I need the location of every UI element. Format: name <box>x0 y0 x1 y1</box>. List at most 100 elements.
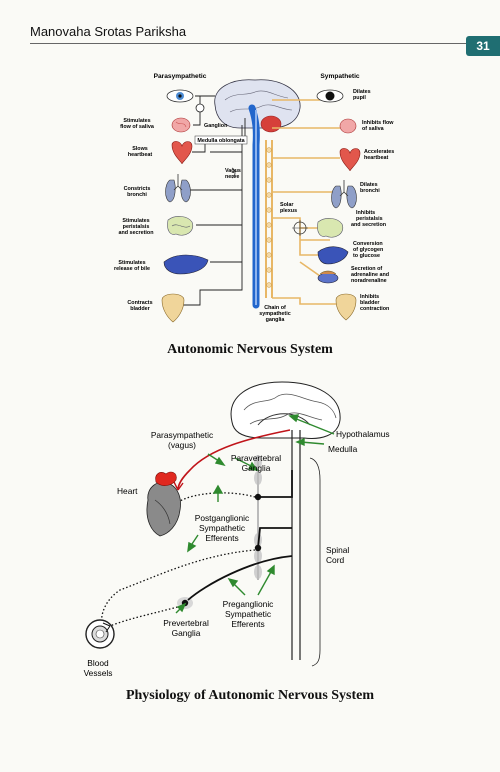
ganglion-label: Ganglion <box>204 123 227 129</box>
heart-illustration <box>146 471 181 537</box>
vagus-nerve-pointer <box>231 167 236 179</box>
right-label-4-line1: Dilates <box>360 182 378 188</box>
paravertebral-label-line1: Paravertebral <box>231 453 281 463</box>
medulla-label-box <box>194 135 248 145</box>
right-liver-icon <box>317 246 349 265</box>
right-label-3-line1: Accelerates <box>364 149 394 155</box>
right-label-6-line2: of glycogen <box>353 247 383 253</box>
blood-vessel-arrowhead <box>102 622 111 633</box>
heart-label: Heart <box>117 486 138 496</box>
postganglionic-label-line1: Postganglionic <box>195 513 249 523</box>
spinal-cord-label-line1: Spinal <box>326 545 349 555</box>
chain-ganglia-label-line1: Chain of <box>264 305 286 311</box>
medulla-oblongata-label: Medulla oblongata <box>197 138 245 144</box>
spinal-cord-bracket <box>309 457 321 667</box>
left-label-4-line3: and secretion <box>118 230 153 236</box>
parasympathetic-effect-labels: Stimulates flow of saliva Slows heartbea… <box>114 118 155 312</box>
right-label-1-line1: Dilates <box>353 89 371 95</box>
left-bladder-icon <box>161 293 185 323</box>
paravertebral-label-line2: Ganglia <box>242 463 271 473</box>
figure2-caption: Physiology of Autonomic Nervous System <box>125 688 375 703</box>
right-label-8-line1: Inhibits <box>360 294 379 300</box>
vagus-arrowhead <box>173 481 184 491</box>
postganglionic-label-line2: Sympathetic <box>199 523 245 533</box>
right-label-3-line2: heartbeat <box>364 155 388 161</box>
corpus-callosum <box>257 413 311 426</box>
blood-vessel-icon <box>85 619 115 649</box>
blood-vessels-label-line1: Blood <box>87 658 109 668</box>
preganglionic-fibers <box>187 470 293 601</box>
right-label-6-line3: to glucose <box>353 253 380 259</box>
left-lungs-icon <box>165 174 191 203</box>
preganglionic-label-line3: Efferents <box>231 619 264 629</box>
vagus-nerve-label-line2: nerve <box>225 174 239 180</box>
left-label-3-line2: bronchi <box>127 192 147 198</box>
right-label-5-line3: and secretion <box>351 222 386 228</box>
blood-vessels-label-line2: Vessels <box>84 668 113 678</box>
left-label-1-line1: Stimulates <box>123 118 150 124</box>
preganglionic-label-line2: Sympathetic <box>225 609 271 619</box>
left-heart-icon <box>171 141 193 165</box>
chain-ganglia-label-line3: ganglia <box>266 317 286 323</box>
left-label-3-line1: Constricts <box>124 186 151 192</box>
hypothalamus-label: Hypothalamus <box>336 429 390 439</box>
figure-autonomic-nervous-system: Parasympathetic Sympathetic <box>114 73 394 323</box>
sympathetic-heading: Sympathetic <box>320 73 360 80</box>
right-label-2-line2: of saliva <box>362 126 385 132</box>
brain-gyri <box>224 90 293 113</box>
left-eye-icon <box>166 89 194 103</box>
right-label-6-line1: Conversion <box>353 241 383 247</box>
left-label-4-line2: peristalsis <box>123 224 150 230</box>
brain-illustration <box>214 79 301 129</box>
right-adrenal-kidney-icon <box>317 270 339 284</box>
left-label-6-line1: Contracts <box>127 300 152 306</box>
figure1-caption: Autonomic Nervous System <box>167 342 333 357</box>
left-intestine-icon <box>167 216 194 236</box>
prevertebral-label-line2: Ganglia <box>172 628 201 638</box>
left-label-6-line2: bladder <box>130 306 150 312</box>
right-eye-icon <box>316 89 344 103</box>
right-intestine-icon <box>317 218 344 238</box>
right-label-8-line3: contraction <box>360 306 389 312</box>
preganglionic-label-line1: Preganglionic <box>223 599 274 609</box>
vagus-nerve-label-line1: Vagus <box>225 168 241 174</box>
solar-plexus-label-line1: Solar <box>280 202 294 208</box>
right-label-4-line2: bronchi <box>360 188 380 194</box>
parasympathetic-heading: Parasympathetic <box>154 73 207 80</box>
running-header-title: Manovaha Srotas Pariksha <box>30 24 187 39</box>
spinal-cord-label-line2: Cord <box>326 555 344 565</box>
solar-plexus-cross <box>292 220 308 236</box>
parasympathetic-vagus-label-line2: (vagus) <box>168 440 196 450</box>
parasympathetic-vagus-label-line1: Parasympathetic <box>151 430 213 440</box>
chain-ganglia-beads <box>266 147 272 288</box>
right-label-8-line2: bladder <box>360 300 380 306</box>
right-salivary-gland-icon <box>339 118 357 134</box>
page-number-tab: 31 <box>466 36 500 56</box>
sympathetic-effect-labels: Dilates pupil Inhibits flow of saliva Ac… <box>351 89 394 312</box>
right-label-7-line1: Secretion of <box>351 266 382 272</box>
left-salivary-gland-icon <box>171 117 191 133</box>
left-liver-icon <box>163 254 209 275</box>
left-label-2-line1: Slows <box>132 146 148 152</box>
left-label-2-line2: heartbeat <box>128 152 152 158</box>
green-pointer-arrows <box>175 414 335 614</box>
right-bladder-icon <box>335 293 357 321</box>
left-label-1-line2: flow of saliva <box>120 124 155 130</box>
right-lungs-icon <box>331 180 357 209</box>
figure-physiology-ans: Parasympathetic (vagus) Paravertebral Ga… <box>84 381 390 678</box>
ciliary-ganglion <box>195 103 205 113</box>
right-label-1-line2: pupil <box>353 95 366 101</box>
right-label-5-line1: Inhibits <box>356 210 375 216</box>
prevertebral-label-line1: Prevertebral <box>163 618 209 628</box>
cerebellum-illustration <box>260 115 282 133</box>
right-label-7-line3: noradrenaline <box>351 278 387 284</box>
vagus-nerve-path <box>177 429 291 491</box>
left-label-5-line2: release of bile <box>114 266 150 272</box>
solar-plexus-label-line2: plexus <box>280 208 297 214</box>
header-rule <box>30 43 468 44</box>
right-label-7-line2: adrenaline and <box>351 272 389 278</box>
postganglionic-label-line3: Efferents <box>205 533 238 543</box>
left-label-4-line1: Stimulates <box>122 218 149 224</box>
right-label-2-line1: Inhibits flow <box>362 120 394 126</box>
